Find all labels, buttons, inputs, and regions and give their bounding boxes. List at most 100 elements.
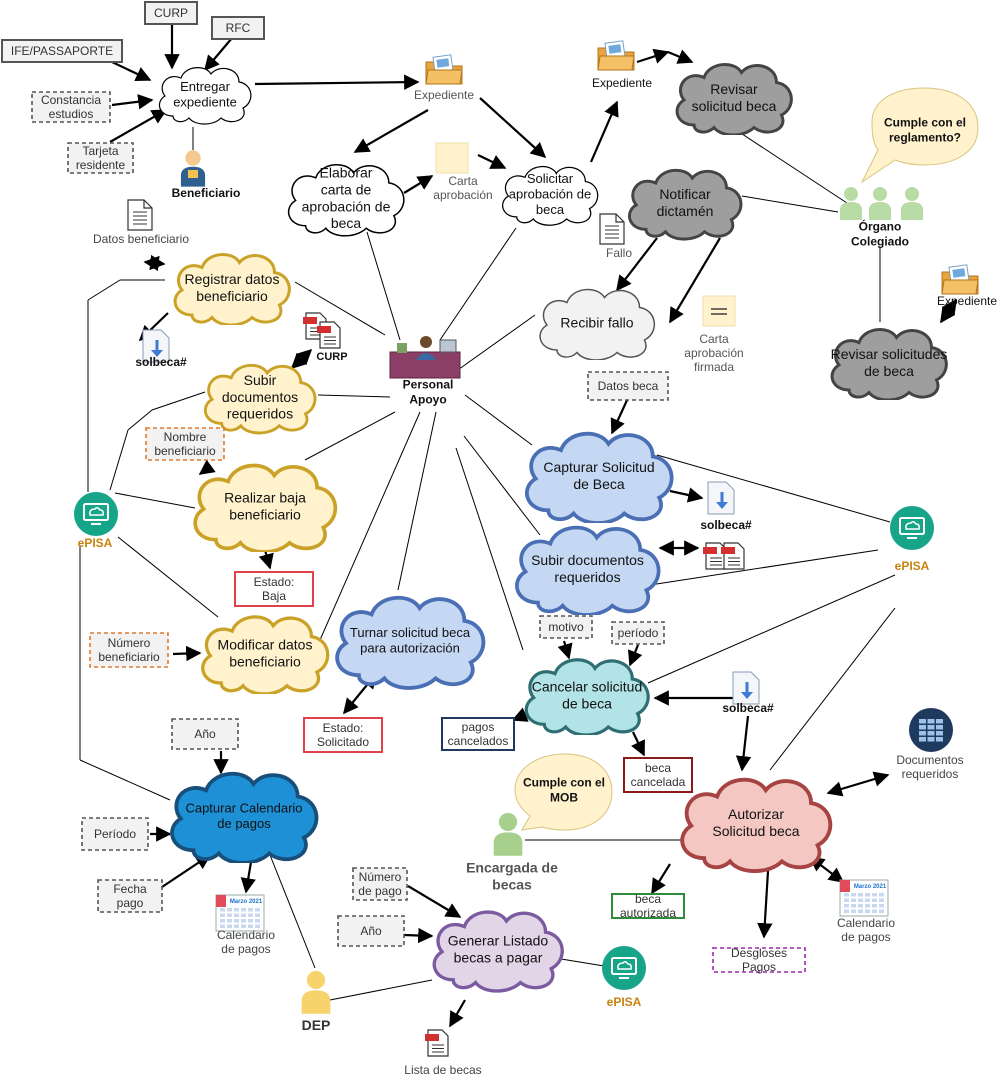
calendar-title: Marzo 2021 xyxy=(230,899,263,905)
box-label-estado-baja: Estado:Baja xyxy=(254,575,295,603)
label-fallo: Fallo xyxy=(606,246,632,260)
box-anio1: Año xyxy=(171,718,239,750)
monitor-cloud-icon xyxy=(602,946,646,990)
pdf-document-icon xyxy=(703,542,727,570)
download-document-icon xyxy=(732,671,760,705)
label-expediente2: Expediente xyxy=(592,76,652,90)
episa-left: ePISA xyxy=(74,492,118,550)
box-datos-beca: Datos beca xyxy=(587,371,669,401)
personal-apoyo-desk-icon xyxy=(389,336,461,379)
box-estado-baja: Estado:Baja xyxy=(234,571,314,607)
calendar-title: Marzo 2021 xyxy=(854,884,887,890)
label-solbeca3: solbeca# xyxy=(722,701,774,715)
episa-label-bottom: ePISA xyxy=(607,995,642,1009)
box-label-curp: CURP xyxy=(154,6,188,20)
box-label-datos-beca: Datos beca xyxy=(598,379,659,393)
box-estado-solicitado: Estado:Solicitado xyxy=(303,717,383,753)
box-label-anio1: Año xyxy=(194,727,216,741)
box-anio2: Año xyxy=(337,915,405,947)
cloud-recibir: Recibir fallo xyxy=(539,288,656,360)
download-document-icon xyxy=(142,329,170,363)
document-icon xyxy=(599,213,625,245)
box-motivo: motivo xyxy=(539,615,593,639)
pdf-document-icon xyxy=(721,542,745,570)
calendar-icon: Marzo 2021 xyxy=(215,894,265,932)
episa-label-right: ePISA xyxy=(895,559,930,573)
box-label-rfc: RFC xyxy=(226,21,251,35)
monitor-cloud-icon xyxy=(74,492,118,536)
box-label-periodo1: período xyxy=(618,626,659,640)
table-grid-icon xyxy=(909,708,953,752)
box-label-ife: IFE/PASSAPORTE xyxy=(11,44,113,58)
box-curp: CURP xyxy=(144,1,198,25)
box-label-estado-solicitado: Estado:Solicitado xyxy=(317,721,369,749)
folder-photo-icon xyxy=(941,264,979,295)
label-expediente1: Expediente xyxy=(414,88,474,102)
episa-bottom: ePISA xyxy=(602,946,646,1009)
label-solbeca1: solbeca# xyxy=(135,355,187,369)
label-curp-doc: CURP xyxy=(316,351,347,363)
box-periodo1: período xyxy=(611,621,665,645)
pdf-document-icon xyxy=(317,321,341,349)
box-label-anio2: Año xyxy=(360,924,382,938)
episa-right: ePISA xyxy=(890,506,934,573)
encargada-person-icon xyxy=(493,812,523,856)
pdf-document-icon xyxy=(425,1029,449,1057)
dep-person-icon xyxy=(301,970,331,1014)
box-ife: IFE/PASSAPORTE xyxy=(1,39,123,63)
beneficiario-person-icon xyxy=(180,150,206,187)
box-periodo2: Período xyxy=(81,817,149,851)
document-icon xyxy=(127,199,153,231)
organo-person-icon-2 xyxy=(869,187,891,220)
